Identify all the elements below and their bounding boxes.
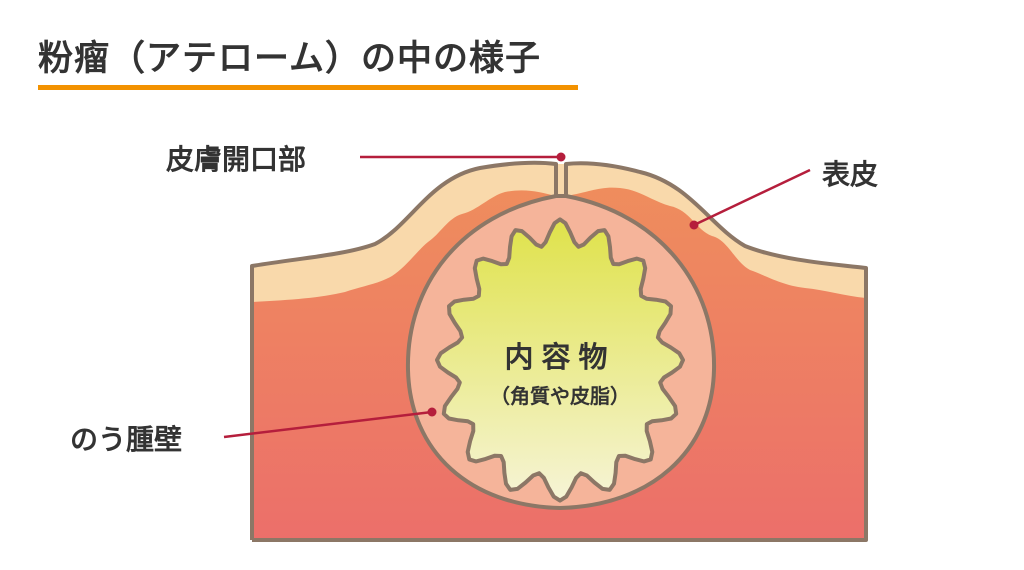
contents-blob	[435, 217, 685, 503]
page-title: 粉瘤（アテローム）の中の様子	[38, 39, 541, 79]
epidermis-layer	[252, 162, 866, 302]
leader-opening	[360, 152, 566, 162]
label-epidermis: 表皮	[822, 158, 879, 191]
label-contents: 内容物	[504, 340, 616, 374]
title-underline	[38, 85, 578, 90]
label-contents-note: （角質や皮脂）	[490, 384, 630, 408]
leader-cyst-wall	[223, 407, 437, 439]
label-cyst-wall: のう腫壁	[70, 423, 183, 456]
skin-outline	[250, 160, 868, 542]
label-opening: 皮膚開口部	[166, 143, 307, 176]
leader-epidermis	[689, 168, 811, 230]
